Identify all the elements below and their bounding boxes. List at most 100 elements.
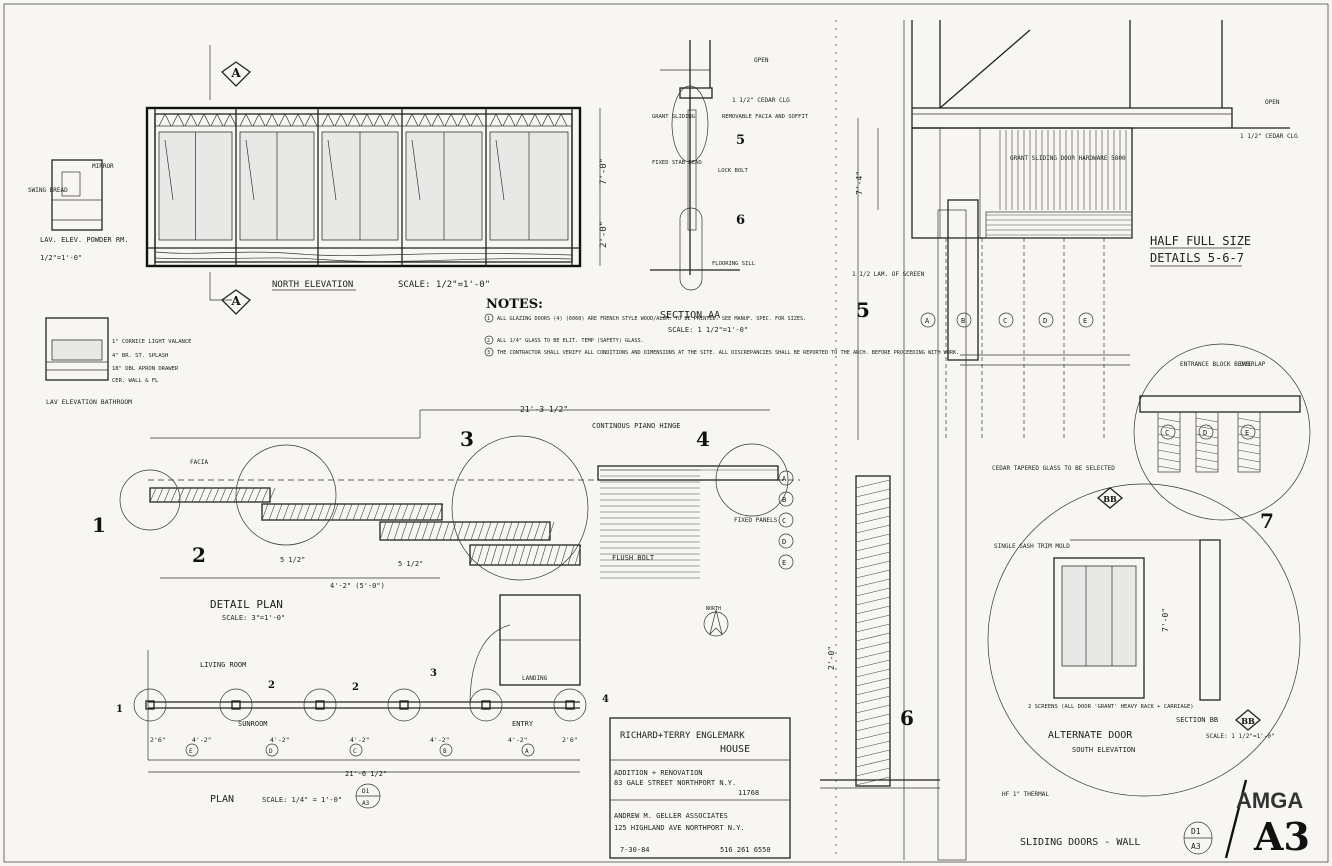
circle-grid-letter: D (1203, 429, 1207, 437)
detail-dim-b: 5 1/2" (398, 560, 423, 568)
detail-grid-letter: A (782, 475, 787, 483)
plan-dim: 2'6" (562, 736, 578, 744)
hfs-label-glass: CEDAR TAPERED GLASS TO BE SELECTED (992, 465, 1115, 472)
plan-room-entry: ENTRY (512, 720, 534, 728)
ne-sill-dim: 2'-0" (599, 221, 609, 248)
detail-callout-4: 4 (696, 427, 710, 451)
detail-grid-bubble (778, 491, 794, 507)
section-aa-title: SECTION AA (660, 310, 720, 321)
firm-logo: AMGA (1236, 788, 1303, 813)
detail-grid-bubble (778, 533, 794, 549)
detail-grid-letter: E (782, 559, 786, 567)
title-date: 7-30-84 (620, 846, 650, 854)
section-aa: 5 6 OPEN 1 1/2" CEDAR CLG REMOVABLE FACI… (650, 40, 809, 334)
detail-callout-2: 2 (192, 543, 206, 567)
plan-grid-letter: E (189, 748, 193, 755)
note-2: ALL 1/4" GLASS TO BE ELIT. TEMP (SAFETY)… (497, 338, 644, 344)
powder-mirror-label: MIRROR (92, 163, 114, 170)
plan-grid-bubble (185, 743, 199, 757)
svg-text:1: 1 (487, 316, 490, 322)
section-aa-label-facia: REMOVABLE FACIA AND SOFFIT (722, 114, 809, 120)
section-marker-a-top: A (230, 66, 241, 80)
sheet-caption: SLIDING DOORS - WALL (1020, 837, 1140, 848)
detail-grid-bubble (778, 470, 794, 486)
plan-detail-circle (553, 688, 587, 722)
title-address: 83 GALE STREET NORTHPORT N.Y. (614, 779, 736, 787)
powder-room-title: LAV. ELEV. POWDER RM. (40, 236, 129, 244)
hfs-grid-bubble (1038, 312, 1054, 328)
detail-grid-letter: B (782, 496, 786, 504)
hfs-grid-bubble (920, 312, 936, 328)
detail-plan: 21'-3 1/2" 1 2 3 4 CONTINOUS PIANO HINGE… (92, 405, 800, 637)
detail-dim-a: 5 1/2" (280, 556, 305, 564)
plan-grid-letter: B (443, 748, 447, 755)
sheet-id: SLIDING DOORS - WALL D1 A3 AMGA A3 (1020, 779, 1310, 859)
sheet-border (3, 3, 1329, 863)
hfs-label-open: OPEN (1265, 99, 1280, 106)
powder-room-elevation: MIRROR SWING BREAD LAV. ELEV. POWDER RM.… (28, 159, 129, 262)
plan-grid-bubble (521, 743, 535, 757)
hfs-callout-5: 5 (856, 298, 870, 322)
plan-title: PLAN (210, 794, 234, 805)
plan-detail-circle (387, 688, 421, 722)
section-aa-callout-5: 5 (736, 133, 745, 148)
sheet-ref-top: D1 (1191, 827, 1201, 836)
title-phone: 516 261 6550 (720, 846, 771, 854)
alt-height-dim: 7'-0" (1161, 608, 1170, 632)
hfs-grid-letter: A (925, 317, 930, 325)
plan-dim: 4'-2" (350, 736, 370, 744)
plan: 21'-6 1/2" LIVING ROOM SUNROOM ENTRY LAN… (116, 594, 609, 809)
alt-door-subtitle: SOUTH ELEVATION (1072, 746, 1135, 754)
detail-grid-letter: C (782, 517, 786, 525)
hfs-title: HALF FULL SIZE (1150, 234, 1251, 248)
svg-text:3: 3 (487, 350, 490, 356)
section-aa-callout-6: 6 (736, 213, 745, 228)
section-aa-label-lock: LOCK BOLT (718, 168, 748, 174)
plan-dim: 4'-2" (508, 736, 528, 744)
plan-room-sunroom: SUNROOM (238, 720, 268, 728)
bath-label-4: CER. WALL & FL (112, 378, 159, 384)
note-1: ALL GLAZING DOORS (4) (6060) ARE FRENCH … (497, 316, 806, 322)
plan-callout-4: 4 (602, 694, 609, 705)
plan-grid-letter: D (269, 748, 273, 755)
title-client: RICHARD+TERRY ENGLEMARK (620, 731, 745, 741)
title-zip: 11768 (738, 789, 759, 797)
plan-callout-2b: 2 (352, 682, 359, 693)
plan-detail-circle (303, 688, 337, 722)
notes-block: NOTES: 1 2 3 ALL GLAZING DOORS (4) (6060… (484, 297, 959, 357)
section-aa-label-clg: 1 1/2" CEDAR CLG (732, 97, 790, 104)
detail-label-hinge: CONTINOUS PIANO HINGE (592, 422, 681, 430)
title-desc: ADDITION + RENOVATION (614, 769, 703, 777)
plan-room-living: LIVING ROOM (200, 661, 246, 669)
powder-swing-label: SWING BREAD (28, 187, 68, 194)
hfs-grid-bubble (998, 312, 1014, 328)
alt-door-note: 2 SCREENS (ALL DOOR 'GRANT' HEAVY RACK +… (1028, 704, 1194, 710)
plan-overall-dim: 21'-6 1/2" (345, 770, 387, 778)
plan-detail-circle (219, 688, 253, 722)
alt-section-scale: SCALE: 1 1/2"=1'-0" (1206, 733, 1275, 740)
plan-grid-bubble (349, 743, 363, 757)
plan-callout-1: 1 (116, 704, 123, 715)
detail-dim-main: 4'-2" (5'-0") (330, 582, 385, 590)
plan-grid-bubble (265, 743, 279, 757)
detail-label-bolt: FLUSH BOLT (612, 554, 655, 562)
section-aa-label-open: OPEN (754, 57, 769, 64)
alt-door-marker: BB (1103, 494, 1117, 504)
sheet-ref-bottom: A3 (1191, 842, 1201, 851)
plan-callout-2a: 2 (268, 680, 275, 691)
ne-height-dim: 7'-0" (599, 158, 609, 185)
alt-section-marker: BB (1241, 716, 1255, 726)
plan-grid-letter: A (525, 748, 529, 755)
hfs-grid-bubble (956, 312, 972, 328)
title-arch-address: 125 HIGHLAND AVE NORTHPORT N.Y. (614, 824, 745, 832)
hfs-callout-6: 6 (900, 706, 914, 730)
hfs-grid-letter: C (1003, 317, 1007, 325)
title-project: HOUSE (720, 744, 750, 755)
detail-label-fixed: FIXED PANELS (734, 517, 778, 524)
north-arrow-icon (703, 611, 729, 637)
hfs-label-clg: 1 1/2" CEDAR CLG (1240, 133, 1298, 140)
hfs-grid-letter: E (1083, 317, 1087, 325)
circle-grid-letter: E (1245, 429, 1249, 437)
hfs-grid-letter: D (1043, 317, 1047, 325)
alternate-door: BB BB 7'-0" ALTERNATE DOOR SOUTH ELEVATI… (987, 483, 1301, 797)
